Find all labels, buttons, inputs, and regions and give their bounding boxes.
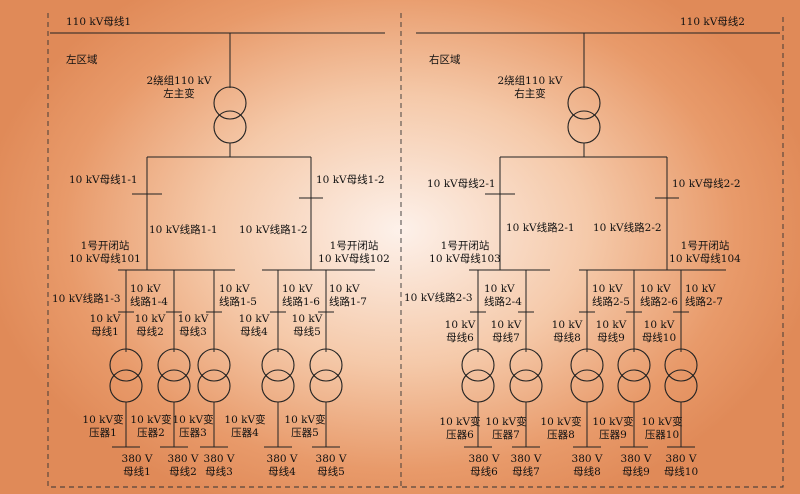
- left-feeder-3-transformer-winding-lv: [197, 369, 231, 403]
- left-feeder-3-transformer-label: 10 kV变压器3: [172, 413, 214, 439]
- left-feeder-1-transformer-winding-lv: [109, 369, 143, 403]
- right-feeder-1-transformer-label: 10 kV变压器6: [439, 415, 481, 441]
- right-main-transformer-winding-lv: [567, 110, 601, 144]
- right-feeder-5-transformer-winding-hv: [664, 348, 698, 382]
- right-110kv-bus-label: 110 kV母线2: [680, 15, 745, 28]
- left-feeder-2-transformer-winding-hv: [157, 348, 191, 382]
- left-feeder-5-transformer-winding-lv: [309, 369, 343, 403]
- left-main-transformer-winding-lv: [213, 110, 247, 144]
- left-main-transformer-winding-hv: [213, 86, 247, 120]
- right-feeder-5-transformer-label: 10 kV变压器10: [641, 415, 683, 441]
- left-110kv-bus-label: 110 kV母线1: [66, 15, 131, 28]
- left-feeder-4-transformer-label: 10 kV变压器4: [224, 413, 266, 439]
- left-feeder-2-transformer-winding-lv: [157, 369, 191, 403]
- left-line-a-label: 10 kV线路1-1: [149, 223, 218, 236]
- right-feeder-3-transformer-winding-hv: [570, 348, 604, 382]
- right-feeder-2-transformer-winding-hv: [509, 348, 543, 382]
- right-bus-a-label: 10 kV母线2-1: [427, 177, 496, 190]
- right-feeder-3-transformer-label: 10 kV变压器8: [540, 415, 582, 441]
- right-bus-b-label: 10 kV母线2-2: [672, 177, 741, 190]
- left-feeder-5-transformer-label: 10 kV变压器5: [284, 413, 326, 439]
- right-feeder-4-transformer-winding-lv: [617, 369, 651, 403]
- left-bus-a-label: 10 kV母线1-1: [69, 173, 138, 186]
- left-feeder-5-transformer-winding-hv: [309, 348, 343, 382]
- right-line-a-label: 10 kV线路2-1: [506, 221, 575, 234]
- left-feeder-2-transformer-label: 10 kV变压器2: [130, 413, 172, 439]
- left-line-b-label: 10 kV线路1-2: [239, 223, 308, 236]
- left-feeder-4-transformer-winding-lv: [261, 369, 295, 403]
- left-feeder-1-transformer-winding-hv: [109, 348, 143, 382]
- right-feeder-2-transformer-label: 10 kV变压器7: [485, 415, 527, 441]
- right-feeder-3-transformer-winding-lv: [570, 369, 604, 403]
- left-feeder-1-line-label: 10 kV线路1-3: [52, 292, 121, 305]
- left-feeder-4-transformer-winding-hv: [261, 348, 295, 382]
- right-line-b-label: 10 kV线路2-2: [593, 221, 662, 234]
- right-feeder-1-transformer-winding-lv: [461, 369, 495, 403]
- region-boundary: [47, 13, 784, 488]
- right-feeder-1-line-label: 10 kV线路2-3: [404, 291, 473, 304]
- right-zone-label: 右区域: [429, 53, 461, 66]
- left-zone-label: 左区域: [66, 53, 98, 66]
- right-feeder-2-transformer-winding-lv: [509, 369, 543, 403]
- left-bus-b-label: 10 kV母线1-2: [316, 173, 385, 186]
- right-feeder-4-transformer-winding-hv: [617, 348, 651, 382]
- right-feeder-1-transformer-winding-hv: [461, 348, 495, 382]
- right-main-transformer-winding-hv: [567, 86, 601, 120]
- left-feeder-3-transformer-winding-hv: [197, 348, 231, 382]
- right-feeder-5-transformer-winding-lv: [664, 369, 698, 403]
- left-feeder-1-transformer-label: 10 kV变压器1: [82, 413, 124, 439]
- right-feeder-4-transformer-label: 10 kV变压器9: [592, 415, 634, 441]
